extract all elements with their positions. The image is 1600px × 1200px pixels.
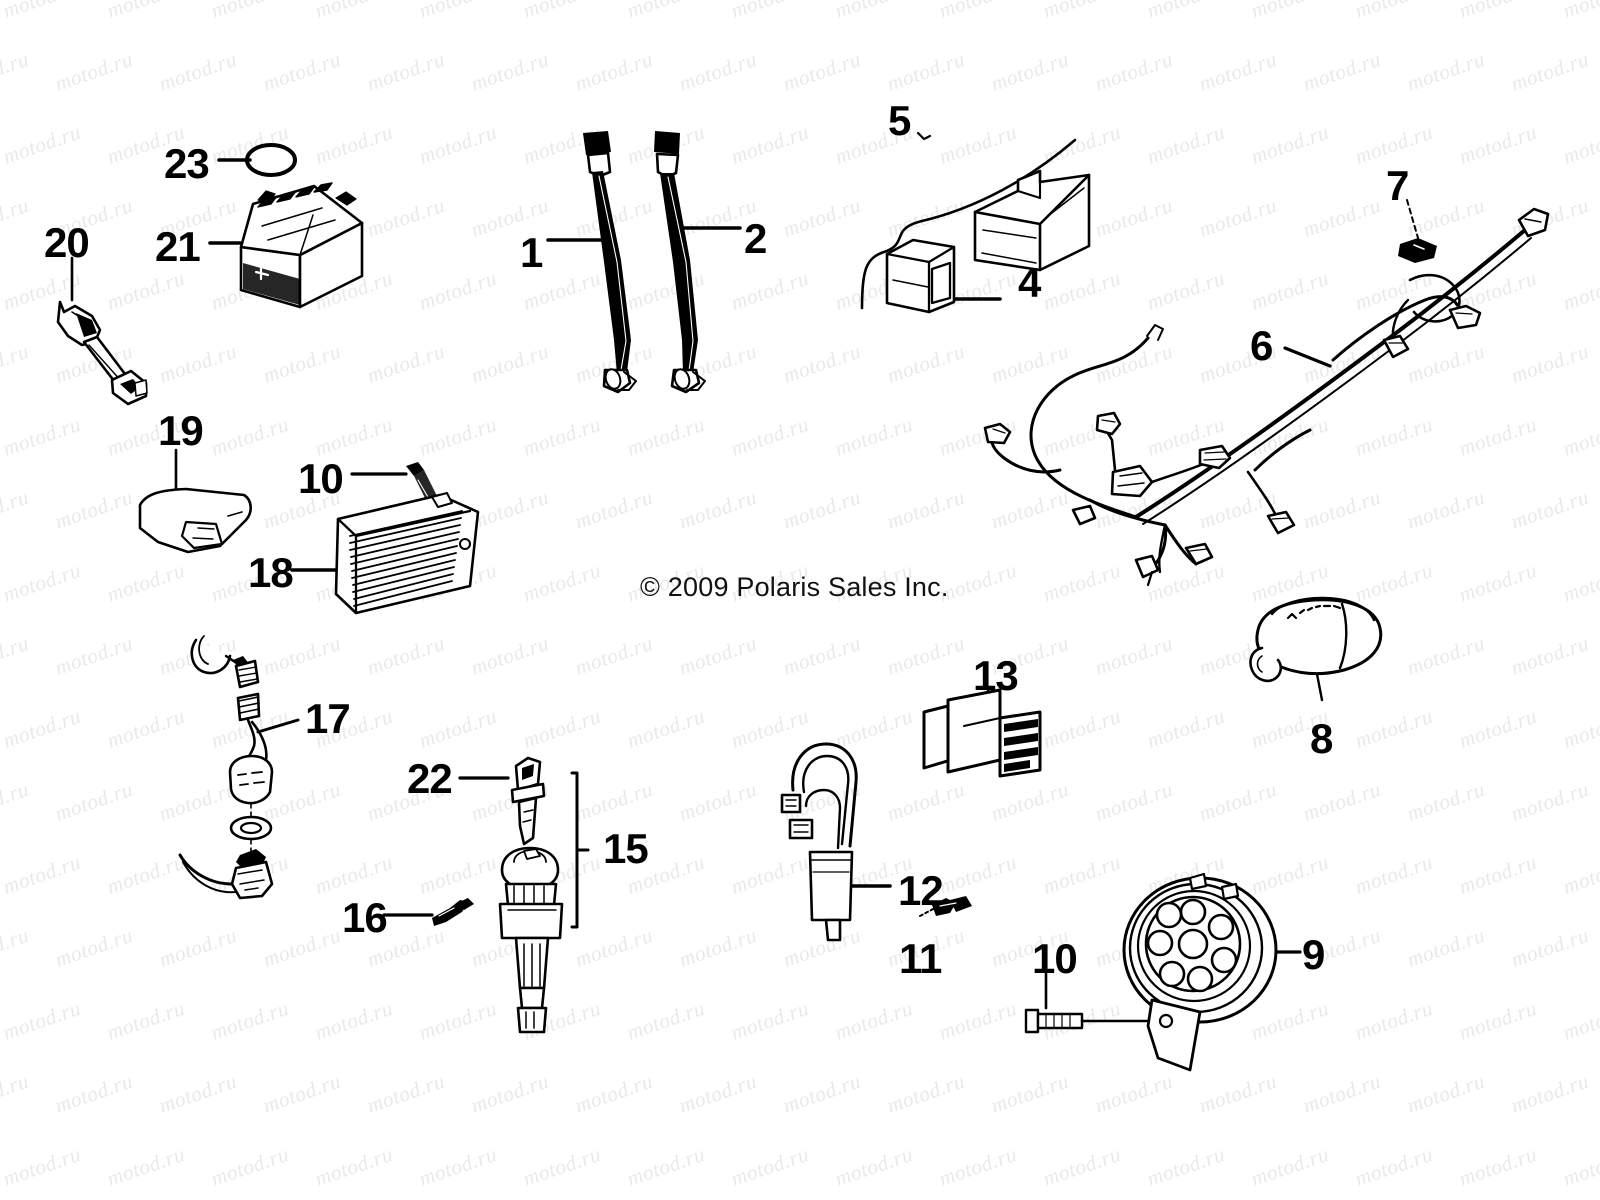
part-1-battery-cable	[546, 131, 637, 394]
callout-battery: 21	[155, 223, 201, 270]
part-23-o-ring	[217, 143, 297, 177]
callout-ignition-switch-assembly: 15	[603, 825, 649, 872]
callout-headlight-pod-cover: 8	[1310, 715, 1333, 762]
part-6-wiring-harness	[983, 207, 1550, 587]
part-18-voltage-regulator	[290, 492, 480, 615]
callout-relay-small-box: 4	[1018, 259, 1041, 306]
callout-switch-clip: 16	[342, 894, 388, 941]
part-7-harness-clip	[1398, 199, 1437, 263]
part-2-battery-cable	[654, 131, 742, 394]
part-12-ignition-coil	[780, 742, 892, 942]
callout-o-ring: 23	[164, 140, 210, 187]
part-4-relay-box	[885, 238, 1002, 314]
part-9-horn	[1122, 872, 1302, 1072]
callout-screw-horn-bracket: 10	[1032, 935, 1078, 982]
callout-ignition-coil: 12	[898, 867, 944, 914]
callout-battery-cable-negative: 2	[744, 215, 767, 262]
part-5-cdi-box	[973, 169, 1091, 272]
part-17-tether-kill-switch	[178, 635, 300, 900]
part-22-ignition-key	[458, 756, 546, 846]
callout-starter-solenoid-relay: 13	[973, 652, 1019, 699]
part-15-ignition-switch	[498, 771, 590, 1034]
part-16-switch-clip	[382, 898, 474, 926]
callout-battery-hold-down-strap: 20	[44, 219, 90, 266]
copyright-notice: © 2009 Polaris Sales Inc.	[640, 572, 949, 602]
part-10b-screw-horn	[1024, 960, 1164, 1034]
part-19-regulator-cover	[138, 448, 252, 554]
callout-tether-kill-switch: 17	[305, 695, 351, 742]
callout-electrical-box-group-brace: 5	[888, 97, 911, 144]
part-20-hold-down-strap	[56, 256, 148, 406]
callout-main-wiring-harness: 6	[1250, 322, 1273, 369]
part-8-pod-cover	[1249, 596, 1383, 702]
part-5-group-brace	[860, 131, 1077, 310]
callout-ignition-key: 22	[407, 755, 453, 802]
callout-harness-clip: 7	[1386, 162, 1409, 209]
callout-horn: 9	[1302, 931, 1325, 978]
callout-regulator-cover: 19	[158, 407, 204, 454]
part-21-battery	[208, 182, 364, 309]
callout-voltage-regulator: 18	[248, 549, 294, 596]
callout-screw-regulator: 10	[298, 455, 344, 502]
part-11-bolt	[919, 896, 972, 917]
part-13-starter-solenoid	[922, 688, 1042, 778]
callout-battery-cable-positive: 1	[520, 229, 543, 276]
callout-bolt-small: 11	[899, 935, 942, 982]
